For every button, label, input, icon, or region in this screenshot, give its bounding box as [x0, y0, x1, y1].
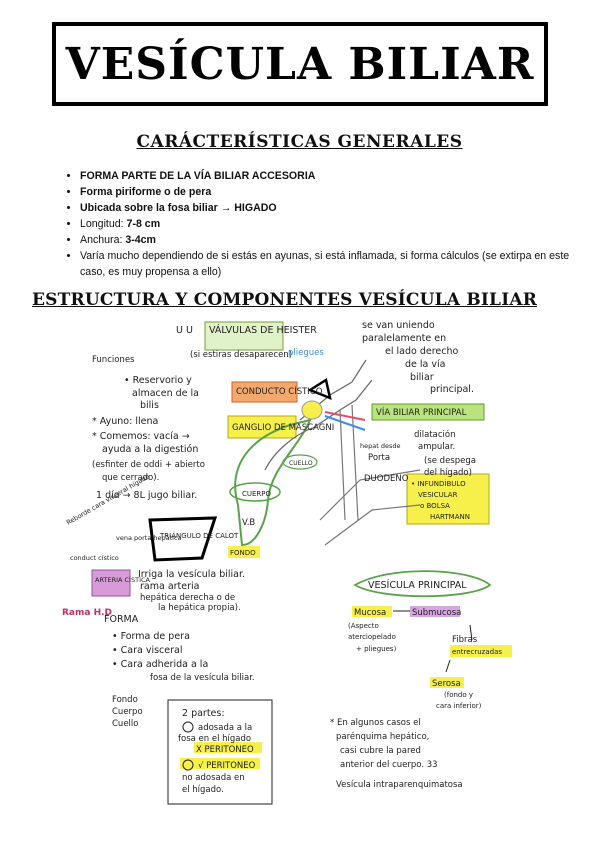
svg-text:bilis: bilis	[140, 400, 159, 411]
svg-text:GANGLIO DE MASCAGNI: GANGLIO DE MASCAGNI	[232, 423, 334, 433]
svg-text:el lado derecho: el lado derecho	[385, 346, 458, 357]
svg-text:adosada a la: adosada a la	[198, 723, 252, 733]
svg-text:ampular.: ampular.	[418, 442, 455, 452]
svg-text:2 partes:: 2 partes:	[182, 708, 225, 719]
svg-text:• Forma de pera: • Forma de pera	[112, 631, 190, 642]
list-item: Ubicada sobre la fosa biliar → HIGADO	[80, 200, 580, 216]
svg-text:almacen de la: almacen de la	[132, 388, 199, 399]
svg-text:• Cara visceral: • Cara visceral	[112, 645, 182, 656]
svg-text:DUODENO: DUODENO	[364, 474, 409, 484]
svg-text:paralelamente en: paralelamente en	[362, 333, 446, 344]
list-item: Longitud: 7-8 cm	[80, 216, 580, 232]
svg-text:Funciones: Funciones	[92, 355, 135, 365]
svg-text:hepat desde: hepat desde	[360, 442, 400, 450]
svg-text:aterciopelado: aterciopelado	[348, 633, 396, 641]
svg-text:que cerrado).: que cerrado).	[102, 473, 159, 483]
list-item: Forma piriforme o de pera	[80, 184, 580, 200]
svg-text:de la vía: de la vía	[405, 359, 445, 370]
svg-text:CUERPO: CUERPO	[242, 490, 272, 498]
svg-text:entrecruzadas: entrecruzadas	[452, 648, 502, 656]
list-item: FORMA PARTE DE LA VÍA BILIAR ACCESORIA	[80, 168, 580, 184]
svg-text:rama arteria: rama arteria	[140, 581, 200, 592]
section-heading-general: CARÁCTERÍSTICAS GENERALES	[136, 132, 463, 152]
svg-text:Irriga la vesícula biliar.: Irriga la vesícula biliar.	[138, 569, 245, 580]
svg-text:HARTMANN: HARTMANN	[430, 513, 470, 521]
svg-text:Submucosa: Submucosa	[412, 608, 461, 618]
svg-text:+ pliegues): + pliegues)	[356, 645, 397, 653]
svg-text:hepática derecha o de: hepática derecha o de	[140, 593, 235, 603]
characteristics-list: FORMA PARTE DE LA VÍA BILIAR ACCESORIA F…	[62, 168, 580, 280]
svg-text:CUELLO: CUELLO	[289, 460, 313, 467]
svg-text:Cuello: Cuello	[112, 719, 138, 729]
svg-text:TRIÁNGULO DE CALOT: TRIÁNGULO DE CALOT	[159, 531, 239, 540]
svg-text:* Comemos: vacía →: * Comemos: vacía →	[92, 431, 190, 442]
svg-text:FORMA: FORMA	[104, 614, 139, 625]
section-heading-structure: ESTRUCTURA Y COMPONENTES VESÍCULA BILIAR	[32, 290, 538, 310]
svg-text:1 día → 8L jugo biliar.: 1 día → 8L jugo biliar.	[96, 490, 197, 501]
svg-text:VÁLVULAS DE HEISTER: VÁLVULAS DE HEISTER	[209, 324, 317, 336]
svg-text:Porta: Porta	[368, 453, 390, 463]
svg-text:VESÍCULA PRINCIPAL: VESÍCULA PRINCIPAL	[368, 579, 467, 591]
svg-text:* En algunos casos el: * En algunos casos el	[330, 718, 421, 728]
svg-text:pliegues: pliegues	[288, 348, 324, 358]
svg-text:• INFUNDÍBULO: • INFUNDÍBULO	[411, 479, 466, 488]
svg-text:Mucosa: Mucosa	[354, 608, 386, 618]
list-item: Varía mucho dependiendo de si estás en a…	[80, 248, 580, 280]
svg-text:Vesícula intraparenquimatosa: Vesícula intraparenquimatosa	[336, 780, 463, 790]
svg-text:(esfinter de oddi + abierto: (esfinter de oddi + abierto	[92, 460, 205, 470]
svg-text:ARTERIA CÍSTICA: ARTERIA CÍSTICA	[95, 575, 151, 584]
svg-text:principal.: principal.	[430, 384, 474, 395]
svg-text:Fibras: Fibras	[452, 635, 478, 645]
svg-text:se van uniendo: se van uniendo	[362, 320, 435, 331]
svg-text:Cuerpo: Cuerpo	[112, 707, 143, 717]
svg-text:Fondo: Fondo	[112, 695, 138, 705]
svg-text:U U: U U	[176, 325, 193, 336]
svg-text:FONDO: FONDO	[230, 549, 256, 557]
svg-text:(Aspecto: (Aspecto	[348, 622, 379, 630]
svg-text:fosa de la vesícula biliar.: fosa de la vesícula biliar.	[150, 673, 255, 683]
svg-text:vena porta hepática: vena porta hepática	[116, 534, 182, 542]
svg-text:* Ayuno: llena: * Ayuno: llena	[92, 416, 158, 427]
svg-text:VESICULAR: VESICULAR	[418, 491, 458, 499]
svg-text:dilatación: dilatación	[414, 429, 456, 440]
svg-text:CONDUCTO CÍSTICO: CONDUCTO CÍSTICO	[236, 385, 323, 397]
svg-text:VÍA BILIAR PRINCIPAL: VÍA BILIAR PRINCIPAL	[376, 406, 467, 418]
svg-text:o BOLSA: o BOLSA	[420, 502, 450, 510]
list-item: Anchura: 3-4cm	[80, 232, 580, 248]
svg-text:la hepática propia).: la hepática propia).	[158, 603, 241, 613]
svg-text:del hígado): del hígado)	[424, 468, 472, 478]
svg-text:no adosada en: no adosada en	[182, 773, 245, 783]
svg-text:• Reservorio y: • Reservorio y	[124, 375, 192, 386]
svg-text:Rama H.D: Rama H.D	[62, 608, 112, 618]
svg-text:biliar: biliar	[410, 372, 434, 383]
svg-text:conduct cístico: conduct cístico	[70, 554, 119, 562]
svg-text:(se despega: (se despega	[424, 456, 476, 466]
page-title: VESÍCULA BILIAR	[65, 38, 535, 90]
svg-text:el hígado.: el hígado.	[182, 785, 224, 795]
svg-text:ayuda a la digestión: ayuda a la digestión	[102, 444, 198, 455]
svg-text:(fondo y: (fondo y	[444, 691, 473, 699]
svg-text:fosa en el hígado: fosa en el hígado	[178, 734, 251, 744]
svg-text:casi cubre la pared: casi cubre la pared	[340, 746, 421, 756]
svg-text:anterior del cuerpo. 33: anterior del cuerpo. 33	[340, 760, 438, 770]
svg-text:(si estiras desaparecen): (si estiras desaparecen)	[190, 350, 292, 360]
svg-text:V.B: V.B	[242, 518, 255, 528]
svg-text:√ PERITONEO: √ PERITONEO	[198, 761, 256, 771]
title-box: VESÍCULA BILIAR	[52, 22, 548, 106]
svg-text:• Cara adherida a la: • Cara adherida a la	[112, 659, 208, 670]
svg-text:cara inferior): cara inferior)	[436, 702, 482, 710]
svg-text:parénquima hepático,: parénquima hepático,	[336, 731, 429, 742]
svg-text:Serosa: Serosa	[432, 679, 461, 689]
svg-text:X PERITONEO: X PERITONEO	[196, 745, 254, 755]
